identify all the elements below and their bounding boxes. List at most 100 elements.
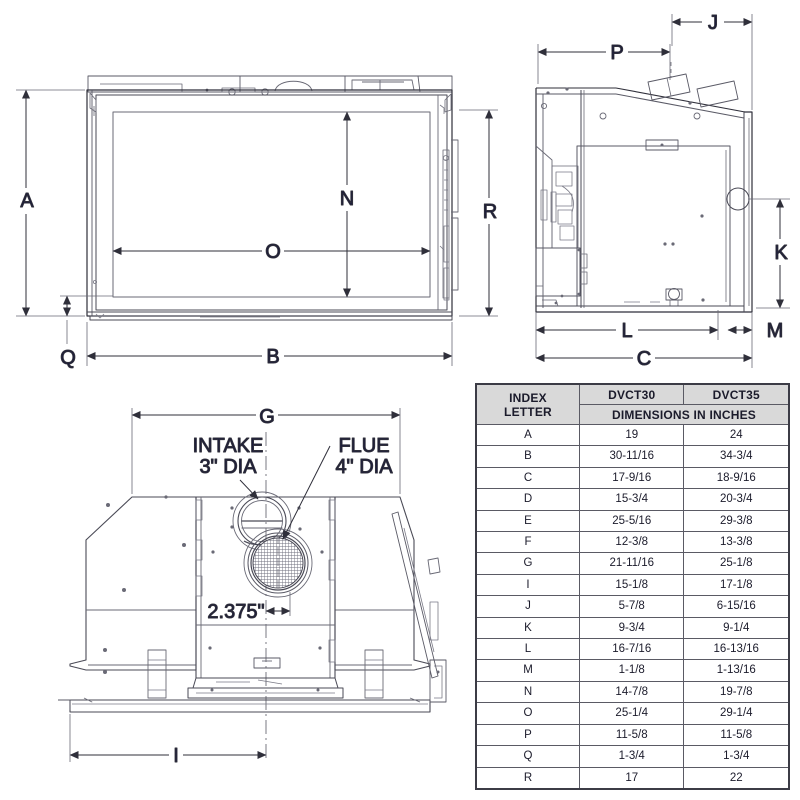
cell-dvct30-value: 15-3/4 [578, 488, 685, 511]
cell-index-letter: D [475, 488, 580, 511]
dim-label-G: G [259, 406, 275, 428]
header-index-letter: INDEX LETTER [475, 383, 580, 425]
flue-label-line1: FLUE [338, 435, 389, 457]
cell-dvct30-value: 19 [578, 423, 685, 447]
cell-dvct30-value: 1-3/4 [578, 745, 685, 768]
dim-label-C: C [637, 348, 651, 370]
cell-dvct35-value: 9-1/4 [683, 616, 790, 640]
cell-dvct30-value: 5-7/8 [578, 595, 685, 618]
cell-dvct35-value: 18-9/16 [683, 466, 790, 490]
cell-dvct35-value: 13-3/8 [683, 531, 790, 554]
cell-dvct35-value: 24 [683, 423, 790, 447]
flue-label-line2: 4" DIA [335, 456, 393, 478]
dim-label-N: N [340, 188, 354, 210]
cell-index-letter: Q [475, 745, 580, 768]
dim-label-K: K [774, 242, 788, 264]
cell-dvct30-value: 25-1/4 [578, 702, 685, 725]
cell-index-letter: E [475, 509, 580, 533]
dim-label-P: P [610, 42, 623, 64]
cell-dvct30-value: 9-3/4 [578, 616, 685, 640]
cell-index-letter: C [475, 466, 580, 490]
cell-dvct30-value: 17-9/16 [578, 466, 685, 490]
cell-dvct35-value: 29-1/4 [683, 702, 790, 725]
cell-dvct30-value: 11-5/8 [578, 723, 685, 747]
cell-dvct30-value: 12-3/8 [578, 531, 685, 554]
front-elevation-view: A Q B N O R [16, 75, 501, 370]
cell-dvct35-value: 1-3/4 [683, 745, 790, 768]
top-plan-view: G INTAKE 3" DIA FLUE 4" DIA 2.375" I [58, 403, 447, 768]
cell-index-letter: N [475, 680, 580, 704]
cell-index-letter: M [475, 659, 580, 682]
cell-index-letter: R [475, 766, 580, 790]
cell-dvct30-value: 14-7/8 [578, 680, 685, 704]
header-units: DIMENSIONS IN INCHES [578, 404, 790, 425]
cell-index-letter: L [475, 638, 580, 661]
header-model-dvct30: DVCT30 [578, 383, 685, 405]
cell-dvct30-value: 25-5/16 [578, 509, 685, 533]
dimensions-table: INDEX LETTER DVCT30 DVCT35 DIMENSIONS IN… [475, 383, 790, 790]
dimensions-table-header: INDEX LETTER DVCT30 DVCT35 DIMENSIONS IN… [475, 383, 790, 425]
dim-label-I: I [173, 745, 179, 767]
cell-dvct35-value: 19-7/8 [683, 680, 790, 704]
dim-label-Q: Q [60, 347, 76, 369]
cell-index-letter: G [475, 552, 580, 575]
cell-index-letter: F [475, 531, 580, 554]
dim-label-B: B [266, 346, 279, 368]
dim-label-L: L [621, 320, 632, 342]
cell-dvct30-value: 30-11/16 [578, 445, 685, 468]
cell-index-letter: P [475, 723, 580, 747]
header-index-line2: LETTER [504, 404, 552, 419]
dim-label-A: A [20, 190, 34, 212]
intake-label-line1: INTAKE [193, 435, 264, 457]
offset-dim-label: 2.375" [207, 601, 264, 623]
cell-dvct30-value: 17 [578, 766, 685, 790]
dim-label-J: J [708, 12, 718, 34]
cell-dvct30-value: 1-1/8 [578, 659, 685, 682]
cell-index-letter: K [475, 616, 580, 640]
cell-dvct35-value: 6-15/16 [683, 595, 790, 618]
cell-dvct35-value: 29-3/8 [683, 509, 790, 533]
cell-dvct35-value: 1-13/16 [683, 659, 790, 682]
cell-index-letter: O [475, 702, 580, 725]
cell-dvct35-value: 34-3/4 [683, 445, 790, 468]
cell-index-letter: J [475, 595, 580, 618]
cell-index-letter: A [475, 423, 580, 447]
cell-dvct30-value: 16-7/16 [578, 638, 685, 661]
cell-dvct35-value: 11-5/8 [683, 723, 790, 747]
cell-dvct35-value: 25-1/8 [683, 552, 790, 575]
cell-dvct30-value: 15-1/8 [578, 573, 685, 597]
cell-dvct35-value: 20-3/4 [683, 488, 790, 511]
cell-dvct30-value: 21-11/16 [578, 552, 685, 575]
cell-index-letter: B [475, 445, 580, 468]
cell-dvct35-value: 22 [683, 766, 790, 790]
dim-label-M: M [767, 320, 784, 342]
side-section-view: P J K L M C [535, 9, 792, 371]
header-index-line1: INDEX [509, 390, 547, 405]
dim-label-O: O [265, 241, 281, 263]
cell-index-letter: I [475, 573, 580, 597]
header-model-dvct35: DVCT35 [683, 383, 790, 405]
cell-dvct35-value: 17-1/8 [683, 573, 790, 597]
dim-label-R: R [483, 201, 497, 223]
cell-dvct35-value: 16-13/16 [683, 638, 790, 661]
